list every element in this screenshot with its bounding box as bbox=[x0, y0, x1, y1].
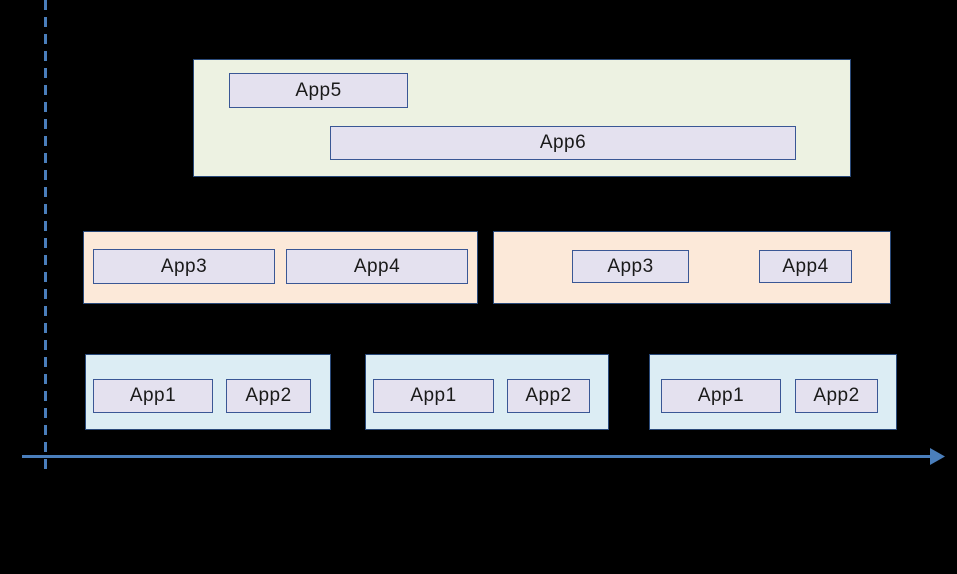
app-box-app2-left: App2 bbox=[226, 379, 311, 413]
app-box-app4-right: App4 bbox=[759, 250, 852, 283]
app-box-app1-right: App1 bbox=[661, 379, 781, 413]
app-box-app4-left: App4 bbox=[286, 249, 468, 284]
axis-arrowhead-icon bbox=[930, 448, 945, 465]
app-box-app1-middle: App1 bbox=[373, 379, 494, 413]
app-box-app2-right: App2 bbox=[795, 379, 878, 413]
app-box-app3-left: App3 bbox=[93, 249, 275, 284]
app-box-app5: App5 bbox=[229, 73, 408, 108]
app-box-app3-right: App3 bbox=[572, 250, 689, 283]
app-box-app2-middle: App2 bbox=[507, 379, 590, 413]
app-box-app1-left: App1 bbox=[93, 379, 213, 413]
app-box-app6: App6 bbox=[330, 126, 796, 160]
